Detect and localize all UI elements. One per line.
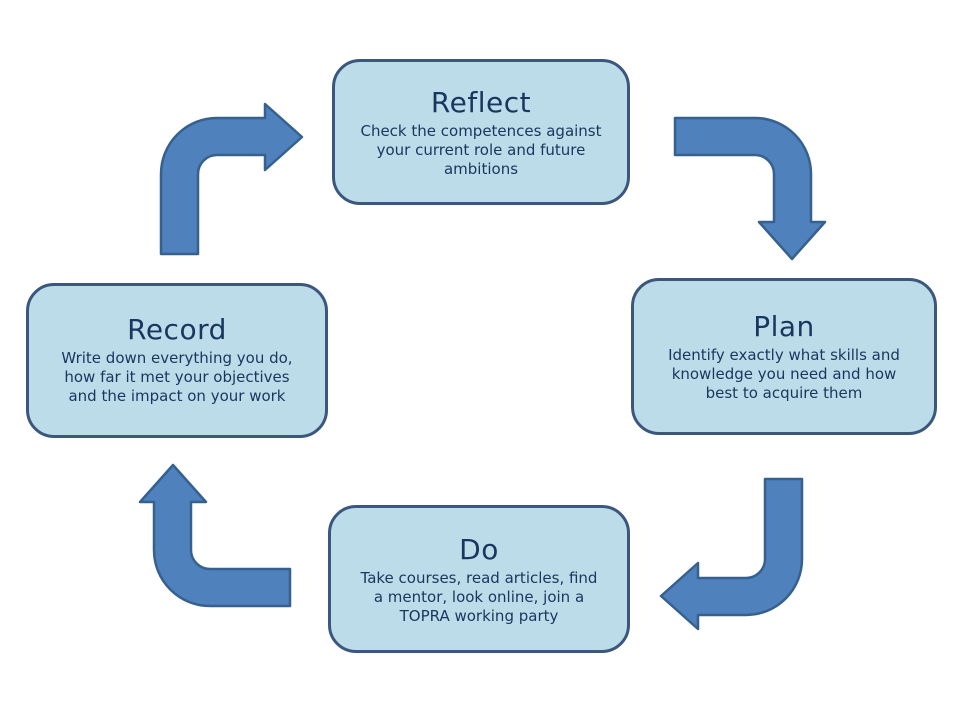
node-record: Record Write down everything you do, how… (26, 283, 328, 438)
node-do: Do Take courses, read articles, find a m… (328, 505, 630, 653)
node-record-title: Record (127, 313, 227, 346)
node-record-description: Write down everything you do, how far it… (61, 349, 293, 406)
bent-arrow-plan-to-do-icon (659, 477, 804, 631)
bent-arrow-reflect-to-plan-icon (673, 116, 827, 261)
node-reflect-title: Reflect (430, 86, 532, 119)
node-do-title: Do (459, 533, 499, 566)
node-do-description: Take courses, read articles, find a ment… (360, 569, 598, 626)
node-plan: Plan Identify exactly what skills and kn… (631, 278, 937, 435)
bent-arrow-do-to-record-icon (138, 463, 292, 608)
node-plan-title: Plan (753, 310, 815, 343)
node-reflect-description: Check the competences against your curre… (360, 122, 602, 179)
node-plan-description: Identify exactly what skills and knowled… (668, 346, 900, 403)
bent-arrow-record-to-reflect-icon (159, 102, 304, 256)
node-reflect: Reflect Check the competences against yo… (332, 59, 630, 205)
